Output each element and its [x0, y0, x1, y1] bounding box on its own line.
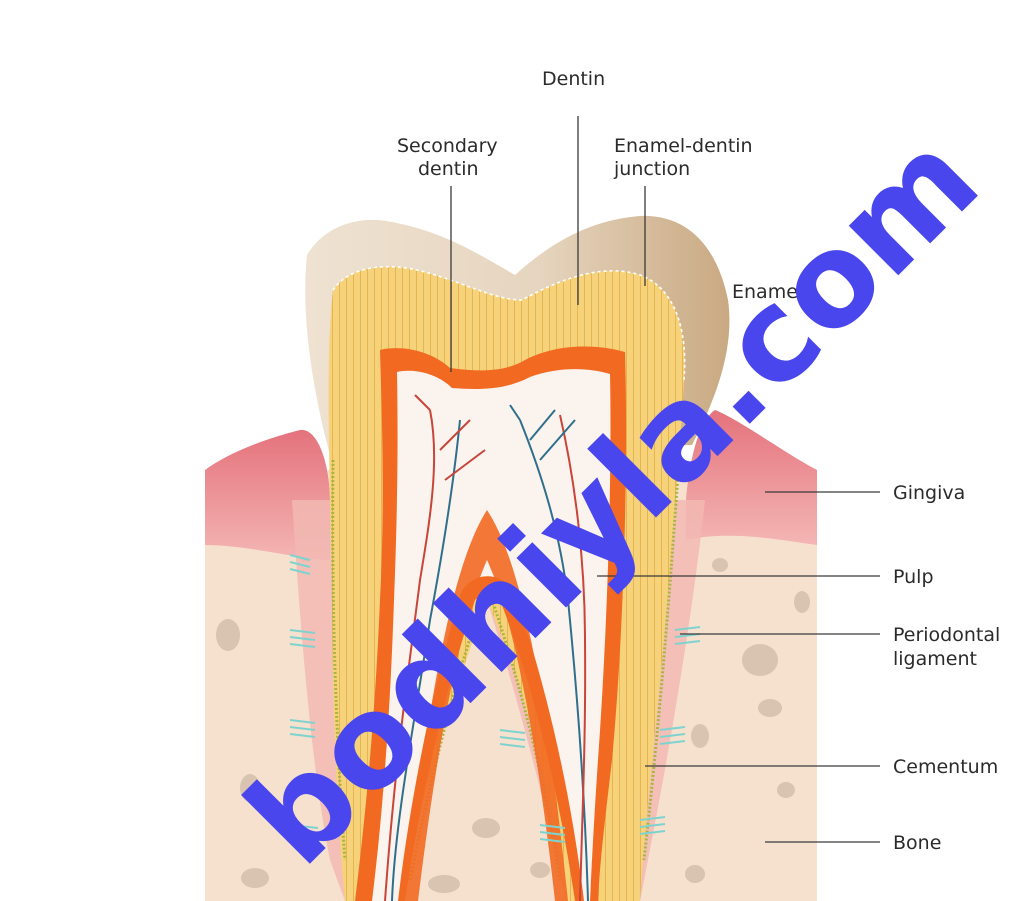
label-edj-2: junction [613, 158, 690, 180]
label-periodontal-2: ligament [893, 648, 977, 670]
label-secondary-dentin-2: dentin [418, 158, 479, 180]
label-edj-1: Enamel-dentin [614, 135, 753, 157]
label-periodontal-1: Periodontal [893, 624, 1000, 646]
label-cementum: Cementum [893, 756, 998, 778]
label-bone: Bone [893, 832, 941, 854]
label-pulp: Pulp [893, 566, 934, 588]
label-gingiva: Gingiva [893, 482, 965, 504]
label-dentin: Dentin [542, 68, 605, 90]
label-secondary-dentin-1: Secondary [397, 135, 498, 157]
